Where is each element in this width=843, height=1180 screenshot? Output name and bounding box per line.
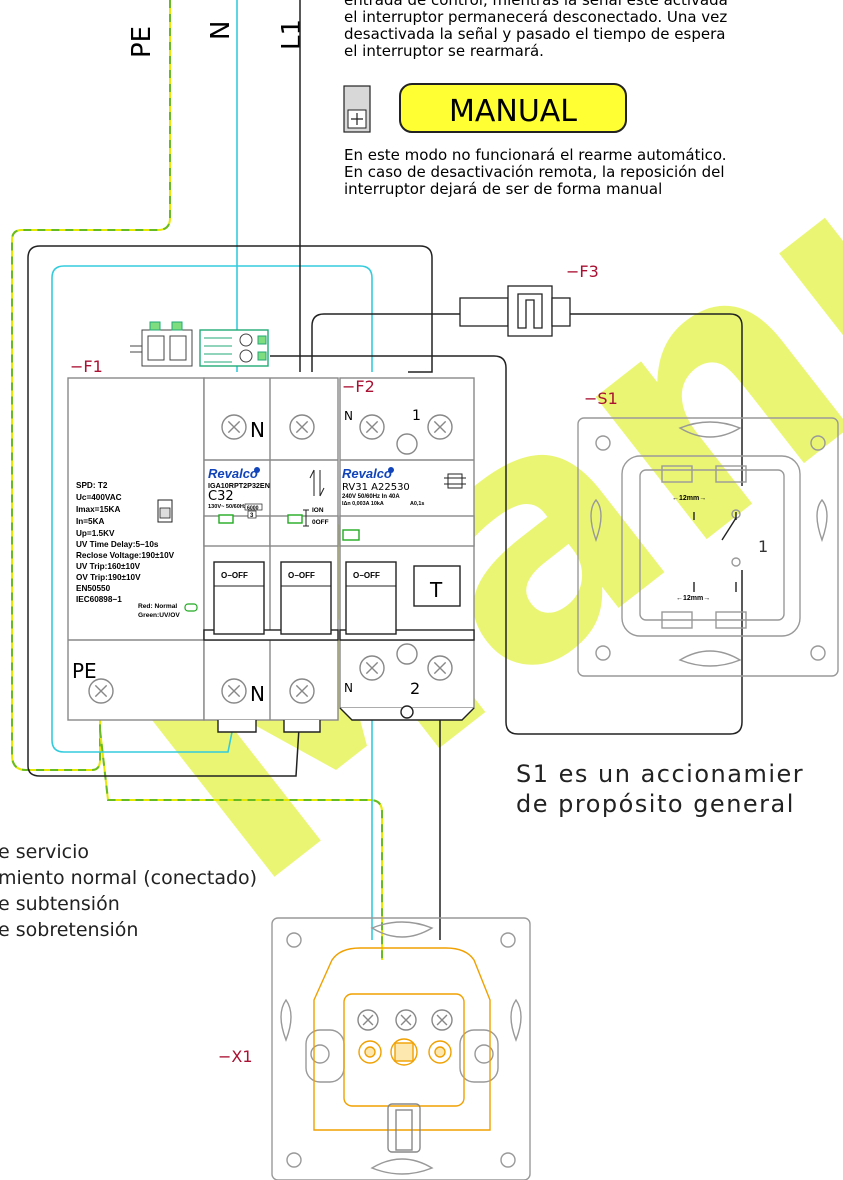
test-button[interactable]: [413, 565, 461, 607]
svg-text:EN50550: EN50550: [76, 584, 111, 593]
breaker-toggles: O−OFF O−OFF: [213, 561, 332, 635]
terminal-n-top: N: [250, 418, 265, 442]
svg-text:IEC60898−1: IEC60898−1: [76, 595, 122, 604]
f2-terminal-2: 2: [410, 679, 420, 698]
svg-text:UV Trip:160±10V: UV Trip:160±10V: [76, 562, 141, 571]
breaker-class: 3: [250, 513, 254, 519]
device-f1: [67, 377, 339, 733]
svg-text:O−OFF: O−OFF: [221, 571, 248, 580]
line-wire: [27, 0, 743, 940]
svg-text:In=5KA: In=5KA: [76, 517, 105, 526]
f2-terminal-1: 1: [412, 408, 421, 424]
svg-text:Uc=400VAC: Uc=400VAC: [76, 493, 122, 502]
designator-s1: −S1: [584, 389, 618, 408]
manual-label: MANUAL: [449, 94, 577, 129]
designator-f2: −F2: [342, 377, 375, 396]
legend-line-4: e sobretensión: [0, 919, 138, 941]
breaker-indicator-2: [287, 514, 303, 524]
device-f3: [459, 285, 571, 337]
device-x1: [271, 917, 531, 1180]
terminal-pe: PE: [72, 659, 97, 683]
svg-text:OV Trip:190±10V: OV Trip:190±10V: [76, 573, 141, 582]
rcd-specs: 240V 50/60Hz In 40A: [342, 494, 400, 500]
svg-text:SPD: T2: SPD: T2: [76, 481, 108, 490]
label-pe: PE: [127, 26, 157, 58]
breaker-brand: Revalco: [208, 466, 258, 481]
breaker-specs: 130V~ 50/60Hz: [208, 504, 247, 510]
terminal-n-bottom: N: [250, 682, 265, 706]
s1-dim-bottom: ←12mm→: [676, 595, 710, 602]
svg-text:UV Time Delay:5−10s: UV Time Delay:5−10s: [76, 540, 159, 549]
legend-line-1: e servicio: [0, 841, 89, 863]
s1-contact-1: 1: [758, 537, 768, 556]
test-button-label: T: [429, 578, 443, 602]
breaker-off-label: 0OFF: [312, 519, 329, 526]
rcd-toggle[interactable]: [345, 561, 397, 635]
svg-text:Green:UV/OV: Green:UV/OV: [138, 612, 180, 619]
pe-wire: [11, 0, 383, 960]
breaker-on-label: ION: [312, 507, 324, 514]
manual-mode-description: En este modo no funcionará el rearme aut…: [344, 146, 727, 198]
s1-dim-top: ←12mm→: [672, 495, 706, 502]
socket-insert: [313, 947, 491, 1131]
s1-caption-line-1: S1 es un accionamier: [516, 760, 804, 788]
spd-module: [67, 377, 205, 721]
designator-f1: −F1: [70, 357, 103, 376]
breaker-symbol-icon: [309, 469, 325, 497]
device-s1: [577, 417, 839, 677]
rcd-toggle-label: O−OFF: [353, 571, 380, 580]
control-connector-left: [130, 321, 193, 367]
label-n: N: [206, 21, 236, 40]
breaker-module: [203, 377, 339, 721]
auto-mode-description: entrada de control, mientras la señal es…: [344, 0, 728, 60]
rcd-brand: Revalco: [342, 466, 392, 481]
rcd-indicator: [342, 529, 360, 541]
rcd-specs-3: A0,1s: [410, 501, 424, 507]
rcd-model: RV31 A22530: [342, 482, 410, 493]
breaker-toggle-1[interactable]: [213, 561, 265, 635]
f1-terminal-screws: [88, 414, 315, 704]
control-connector-right: [199, 329, 269, 367]
breaker-indicator-1: [218, 514, 234, 524]
spd-led-legend: Red: Normal Green:UV/OV: [138, 603, 180, 619]
designator-f3: −F3: [566, 262, 599, 281]
svg-text:Red: Normal: Red: Normal: [138, 603, 177, 610]
svg-text:Imax=15KA: Imax=15KA: [76, 505, 120, 514]
svg-text:Reclose Voltage:190±10V: Reclose Voltage:190±10V: [76, 551, 175, 560]
s1-caption-line-2: de propósito general: [516, 790, 795, 818]
legend-line-2: miento normal (conectado): [0, 867, 257, 889]
f2-terminal-n-top: N: [344, 409, 353, 423]
manual-mode-badge: MANUAL: [343, 83, 627, 133]
spd-status-led: [184, 603, 198, 612]
rcd-symbol-icon: [444, 473, 466, 489]
legend-line-3: e subtensión: [0, 893, 120, 915]
f2-terminal-n-bottom: N: [344, 681, 353, 695]
switch-arrows-icon: [351, 113, 363, 125]
breaker-model: IGA10RPT2P32EN: [208, 481, 270, 490]
rcd-specs-2: IΔn 0,003A 10kA: [342, 501, 384, 507]
neutral-wire: [51, 0, 373, 940]
breaker-toggle-2[interactable]: [280, 561, 332, 635]
designator-x1: −X1: [218, 1047, 253, 1066]
x1-terminal-screws: [357, 1009, 453, 1153]
f2-terminal-screws: [359, 414, 453, 681]
spd-spec-list: SPD: T2 Uc=400VAC Imax=15KA In=5KA Up=1.…: [76, 481, 175, 604]
breaker-rating: C32: [208, 489, 234, 504]
svg-text:Up=1.5KV: Up=1.5KV: [76, 529, 115, 538]
label-l1: L1: [277, 19, 307, 50]
breaker-capacity: 6000: [247, 506, 259, 512]
svg-text:O−OFF: O−OFF: [288, 571, 315, 580]
